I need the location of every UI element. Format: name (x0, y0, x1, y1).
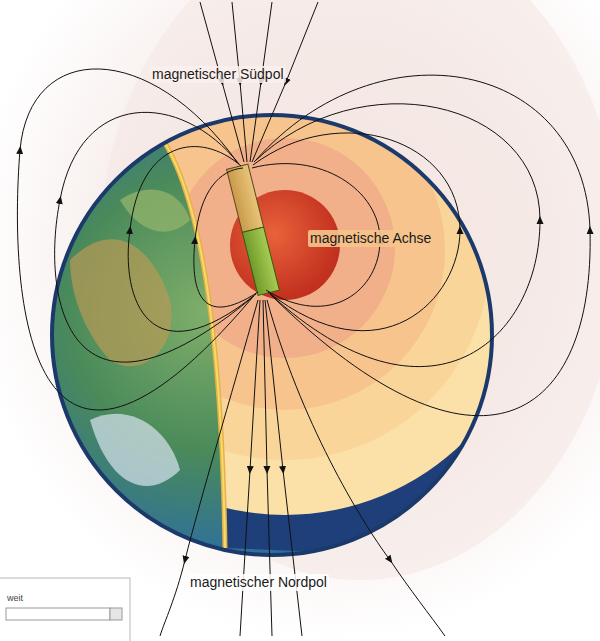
axis-label: magnetische Achse (308, 230, 433, 247)
panel-text: weit (5, 592, 25, 604)
pole-label: magnetischer Nordpol (188, 574, 329, 591)
pole-label: magnetischer Südpol (150, 66, 286, 83)
